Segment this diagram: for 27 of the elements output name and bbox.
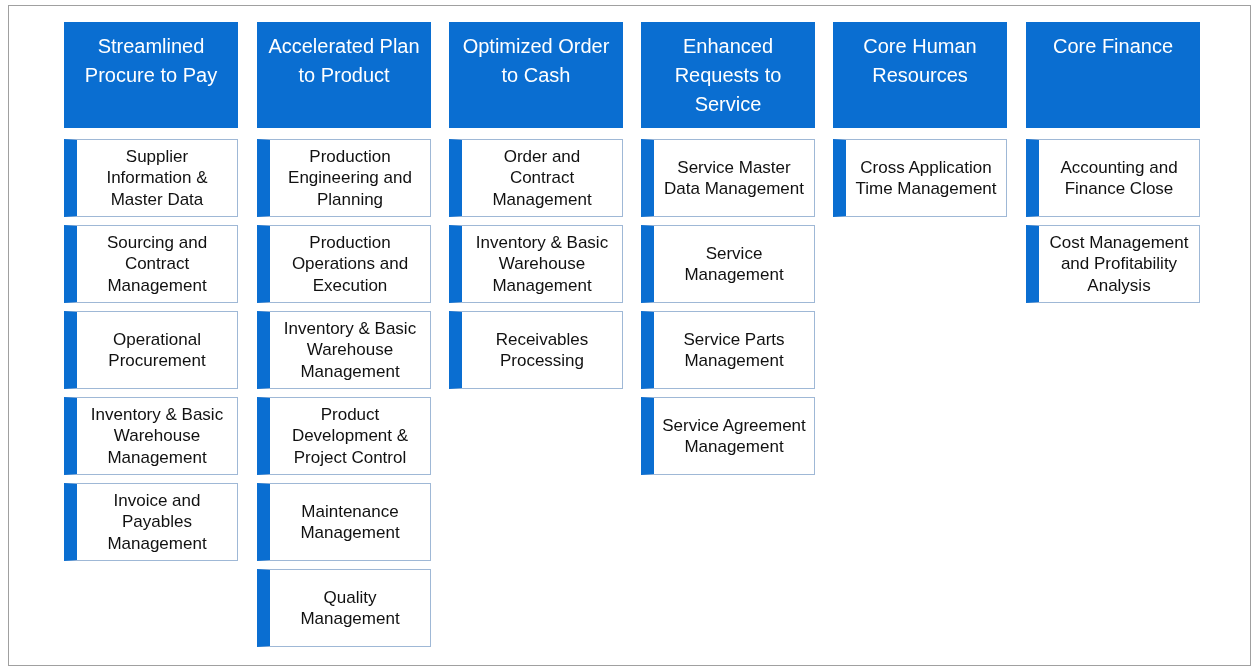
scenario-header: Enhanced Requests to Service	[641, 22, 815, 128]
process-box: Receivables Processing	[449, 311, 623, 389]
process-box: Operational Procurement	[64, 311, 238, 389]
scenario-header: Core Human Resources	[833, 22, 1007, 128]
scenario-header: Optimized Order to Cash	[449, 22, 623, 128]
process-box: Production Operations and Execution	[257, 225, 431, 303]
process-box: Inventory & Basic Warehouse Management	[257, 311, 431, 389]
process-box: Product Development & Project Control	[257, 397, 431, 475]
process-box: Service Parts Management	[641, 311, 815, 389]
process-box: Inventory & Basic Warehouse Management	[64, 397, 238, 475]
process-box: Cost Management and Profitability Analysis	[1026, 225, 1200, 303]
process-box: Sourcing and Contract Management	[64, 225, 238, 303]
process-box: Invoice and Payables Management	[64, 483, 238, 561]
process-box: Maintenance Management	[257, 483, 431, 561]
scenario-header: Accelerated Plan to Product	[257, 22, 431, 128]
process-box: Order and Contract Management	[449, 139, 623, 217]
process-box: Quality Management	[257, 569, 431, 647]
scenario-header: Streamlined Procure to Pay	[64, 22, 238, 128]
process-box: Inventory & Basic Warehouse Management	[449, 225, 623, 303]
process-box: Service Master Data Management	[641, 139, 815, 217]
scenario-header: Core Finance	[1026, 22, 1200, 128]
process-box: Service Agreement Management	[641, 397, 815, 475]
process-box: Production Engineering and Planning	[257, 139, 431, 217]
process-box: Service Management	[641, 225, 815, 303]
process-box: Supplier Information & Master Data	[64, 139, 238, 217]
process-box: Accounting and Finance Close	[1026, 139, 1200, 217]
process-box: Cross Application Time Management	[833, 139, 1007, 217]
